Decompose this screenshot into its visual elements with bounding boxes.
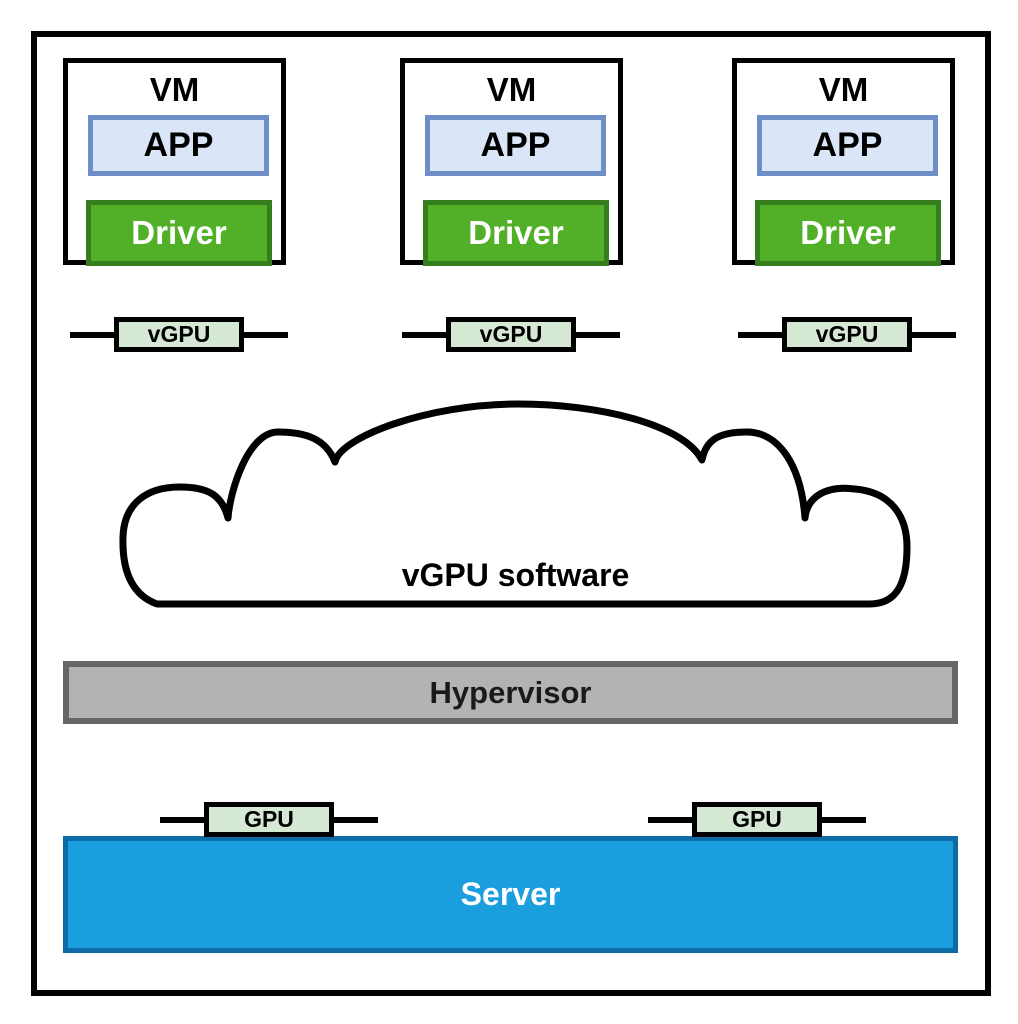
connector-line-right: [334, 816, 378, 823]
vgpu-connector-2: vGPU: [402, 317, 620, 352]
cloud-label: vGPU software: [401, 557, 630, 593]
vm-box-3: VM APP Driver: [732, 58, 955, 266]
connector-line-left: [402, 331, 446, 338]
connector-line-left: [160, 816, 204, 823]
gpu-connector-2: GPU: [648, 802, 866, 837]
driver-box: Driver: [86, 200, 272, 266]
vgpu-connector-3: vGPU: [738, 317, 956, 352]
driver-box: Driver: [423, 200, 609, 266]
gpu-connector-1: GPU: [160, 802, 378, 837]
vgpu-connector-1: vGPU: [70, 317, 288, 352]
connector-line-right: [822, 816, 866, 823]
vgpu-chip: vGPU: [114, 317, 244, 352]
server-bar: Server: [63, 836, 958, 953]
connector-line-right: [244, 331, 288, 338]
vgpu-software-cloud: vGPU software: [118, 399, 913, 611]
app-box: APP: [757, 115, 938, 176]
app-box: APP: [88, 115, 269, 176]
vm-label: VM: [149, 71, 200, 108]
vm-label: VM: [486, 71, 537, 108]
cloud-shape: [119, 400, 911, 608]
connector-line-left: [738, 331, 782, 338]
vm-label: VM: [818, 71, 869, 108]
driver-box: Driver: [755, 200, 941, 266]
app-box: APP: [425, 115, 606, 176]
vm-box-1: VM APP Driver: [63, 58, 286, 266]
gpu-chip: GPU: [692, 802, 822, 837]
connector-line-right: [912, 331, 956, 338]
vgpu-chip: vGPU: [446, 317, 576, 352]
connector-line-left: [70, 331, 114, 338]
gpu-chip: GPU: [204, 802, 334, 837]
hypervisor-bar: Hypervisor: [63, 661, 958, 724]
hypervisor-label: Hypervisor: [429, 674, 592, 710]
vm-box-2: VM APP Driver: [400, 58, 623, 266]
vgpu-chip: vGPU: [782, 317, 912, 352]
server-label: Server: [460, 876, 561, 912]
connector-line-right: [576, 331, 620, 338]
connector-line-left: [648, 816, 692, 823]
